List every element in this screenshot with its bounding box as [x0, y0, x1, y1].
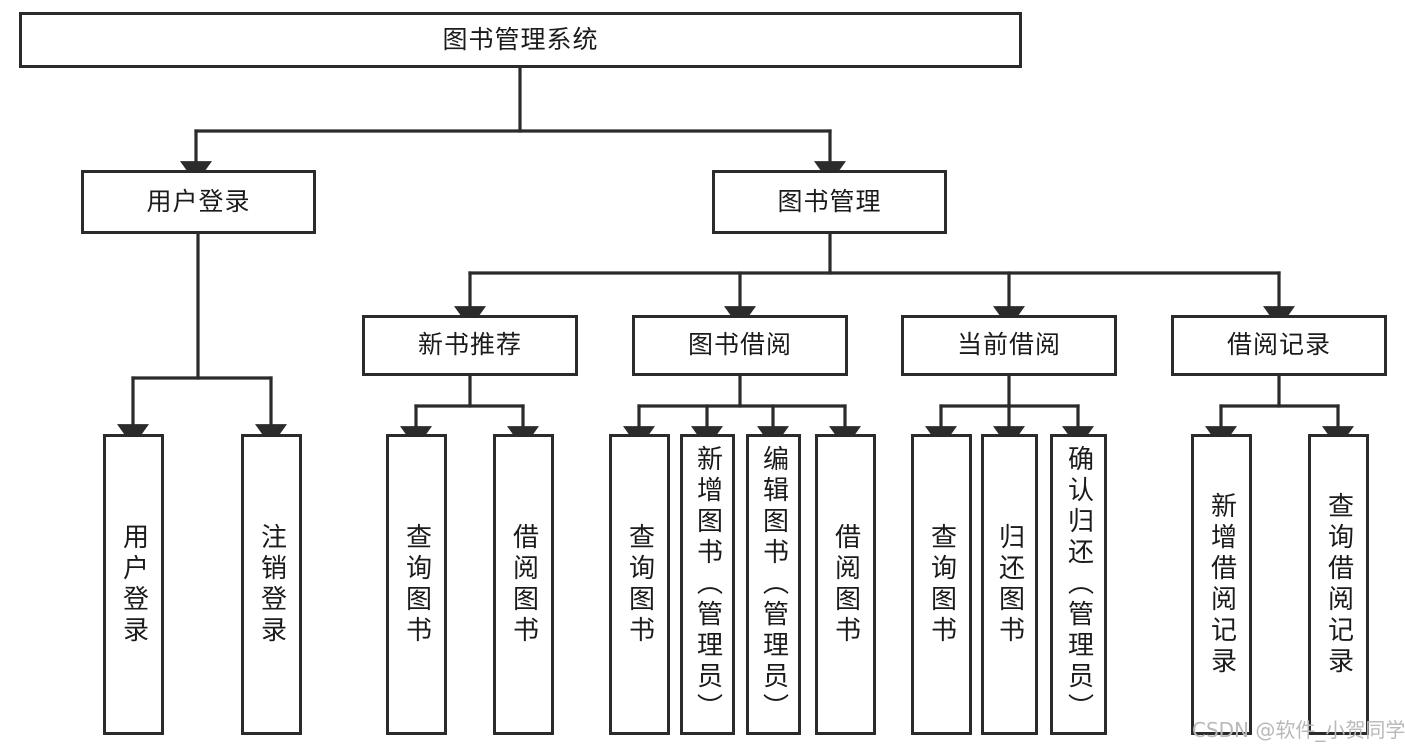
leaf-add-record[interactable]: 新增借阅记录 [1191, 434, 1252, 735]
node-current-borrow[interactable]: 当前借阅 [901, 315, 1117, 376]
leaf-borrow-book-2-label: 借阅图书 [830, 522, 861, 647]
leaf-logout-login-label: 注销登录 [256, 522, 287, 647]
node-new-book-recommend-label: 新书推荐 [417, 330, 522, 360]
node-book-borrow[interactable]: 图书借阅 [632, 315, 848, 376]
node-borrow-record[interactable]: 借阅记录 [1171, 315, 1387, 376]
leaf-borrow-book-1[interactable]: 借阅图书 [493, 434, 554, 735]
node-root[interactable]: 图书管理系统 [19, 12, 1022, 68]
leaf-return-book[interactable]: 归还图书 [981, 434, 1038, 735]
node-book-manage-label: 图书管理 [777, 186, 882, 216]
leaf-logout-login[interactable]: 注销登录 [241, 434, 302, 735]
leaf-edit-book-label: 编辑图书（管理员） [758, 445, 789, 724]
node-user-login-label: 用户登录 [146, 186, 251, 216]
leaf-query-book-3-label: 查询图书 [926, 522, 957, 647]
node-current-borrow-label: 当前借阅 [956, 330, 1061, 360]
leaf-query-book-1-label: 查询图书 [401, 522, 432, 647]
leaf-user-login[interactable]: 用户登录 [103, 434, 164, 735]
leaf-query-book-1[interactable]: 查询图书 [386, 434, 447, 735]
leaf-add-record-label: 新增借阅记录 [1206, 491, 1237, 678]
node-book-borrow-label: 图书借阅 [687, 330, 792, 360]
leaf-add-book[interactable]: 新增图书（管理员） [680, 434, 735, 735]
node-new-book-recommend[interactable]: 新书推荐 [362, 315, 578, 376]
node-user-login[interactable]: 用户登录 [81, 170, 316, 234]
leaf-edit-book[interactable]: 编辑图书（管理员） [746, 434, 801, 735]
leaf-return-book-label: 归还图书 [994, 522, 1025, 647]
csdn-watermark: CSDN @软件_小贺同学 [1192, 718, 1405, 742]
leaf-confirm-return[interactable]: 确认归还（管理员） [1050, 434, 1107, 735]
leaf-query-record[interactable]: 查询借阅记录 [1308, 434, 1369, 735]
node-borrow-record-label: 借阅记录 [1226, 330, 1331, 360]
leaf-confirm-return-label: 确认归还（管理员） [1063, 445, 1094, 724]
leaf-borrow-book-2[interactable]: 借阅图书 [815, 434, 876, 735]
leaf-query-book-2[interactable]: 查询图书 [609, 434, 670, 735]
leaf-user-login-label: 用户登录 [118, 522, 149, 647]
leaf-query-record-label: 查询借阅记录 [1323, 491, 1354, 678]
leaf-query-book-2-label: 查询图书 [624, 522, 655, 647]
leaf-add-book-label: 新增图书（管理员） [692, 445, 723, 724]
node-book-manage[interactable]: 图书管理 [712, 170, 947, 234]
leaf-query-book-3[interactable]: 查询图书 [911, 434, 972, 735]
leaf-borrow-book-1-label: 借阅图书 [508, 522, 539, 647]
node-root-label: 图书管理系统 [442, 24, 599, 54]
